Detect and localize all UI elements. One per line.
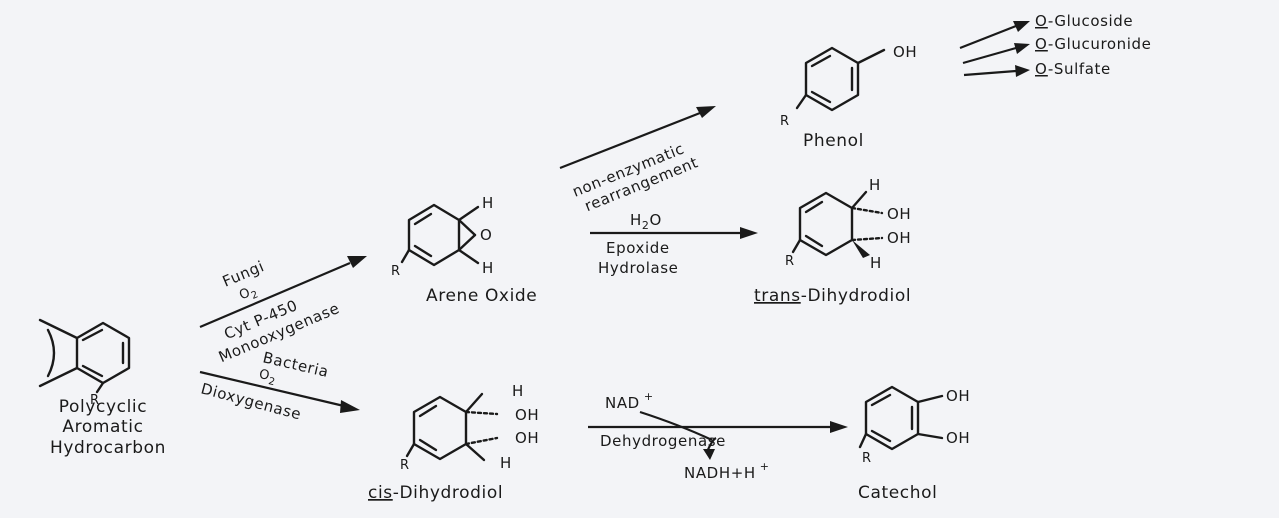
trans-dihydrodiol-structure — [791, 190, 884, 258]
arene-oxide-h-bottom: H — [482, 259, 494, 277]
phenol-label: Phenol — [803, 131, 864, 151]
pah-structure: R — [38, 318, 131, 408]
catechol-substituent: R — [862, 451, 871, 466]
dehydrogenase-arrow — [588, 410, 848, 460]
arene-oxide-h-top: H — [482, 194, 494, 212]
cis-dihydrodiol-structure — [405, 392, 499, 462]
hydrolase-enzyme-line2: Hydrolase — [598, 259, 679, 277]
dehydrogenase-enzyme: Dehydrogenase — [600, 432, 726, 450]
pah-substituent: R — [90, 393, 99, 408]
dehydrogenase-cofactor-out: NADH+H+ — [684, 460, 770, 482]
pah-name-line3: Hydrocarbon — [50, 438, 166, 458]
phenol-oh: OH — [893, 43, 917, 61]
bacteria-enzyme-label: Dioxygenase — [199, 379, 303, 423]
cis-oh-top: OH — [515, 406, 539, 424]
fungi-organism: Fungi — [220, 257, 267, 291]
pah-name-line1: Polycyclic — [59, 397, 147, 417]
trans-h-top: H — [869, 176, 881, 194]
arene-oxide-label: Arene Oxide — [426, 286, 537, 306]
rearrangement-labels: non-enzymatic rearrangement — [570, 139, 701, 215]
trans-h-bottom: H — [870, 254, 882, 272]
rearrangement-arrow — [559, 106, 716, 170]
fungi-arrow — [199, 256, 367, 329]
trans-dihydrodiol-label: trans-Dihydrodiol — [754, 286, 911, 306]
trans-substituent: R — [785, 254, 794, 269]
fungi-top-labels: Fungi O2 — [220, 257, 267, 303]
hydrolase-arrow — [590, 227, 758, 239]
bacteria-cofactor: O2 — [257, 367, 278, 388]
conjugate-glucoside: O-Glucoside — [1035, 12, 1133, 30]
hydrolase-enzyme-line1: Epoxide — [606, 239, 670, 257]
trans-oh-top: OH — [887, 205, 911, 223]
bacteria-enzyme: Dioxygenase — [199, 379, 303, 423]
phenol-structure — [795, 46, 886, 112]
catechol-label: Catechol — [858, 483, 937, 503]
cis-substituent: R — [400, 458, 409, 473]
cis-h-top: H — [512, 382, 524, 400]
arene-oxide-substituent: R — [391, 264, 400, 279]
cis-h-bottom: H — [500, 454, 512, 472]
bacteria-arrow — [199, 370, 360, 413]
catechol-structure — [858, 385, 944, 451]
catechol-oh-top: OH — [946, 387, 970, 405]
arene-oxide-structure — [400, 203, 480, 267]
hydrolase-reagent: H2O — [630, 211, 662, 232]
conjugate-sulfate: O-Sulfate — [1035, 60, 1111, 78]
arene-oxide-oxygen: O — [480, 226, 492, 244]
cis-dihydrodiol-label: cis-Dihydrodiol — [368, 483, 503, 503]
pah-name-line2: Aromatic — [62, 417, 143, 437]
bacteria-top-labels: Bacteria O2 — [257, 348, 331, 388]
dehydrogenase-cofactor-in: NAD+ — [605, 390, 654, 412]
conjugate-glucuronide: O-Glucuronide — [1035, 35, 1151, 53]
conjugation-arrows — [959, 21, 1030, 77]
phenol-substituent: R — [780, 114, 789, 129]
catechol-oh-bottom: OH — [946, 429, 970, 447]
cis-oh-bottom: OH — [515, 429, 539, 447]
trans-oh-bottom: OH — [887, 229, 911, 247]
